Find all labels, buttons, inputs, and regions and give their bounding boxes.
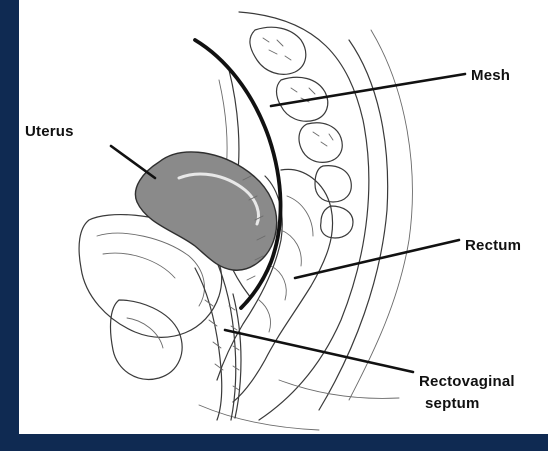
- label-rectum: Rectum: [465, 237, 521, 254]
- pubic-bone: [111, 300, 183, 379]
- diagram-panel: Mesh Uterus Rectum Rectovaginal septum: [19, 0, 548, 434]
- label-uterus: Uterus: [25, 123, 74, 140]
- uterus-leader-line: [111, 146, 155, 178]
- septum-leader-line: [225, 330, 413, 372]
- label-septum: septum: [425, 395, 480, 412]
- mesh-leader-line: [271, 74, 465, 106]
- label-mesh: Mesh: [471, 67, 510, 84]
- pelvic-anatomy-diagram: Mesh Uterus Rectum Rectovaginal septum: [19, 0, 548, 434]
- label-rectovaginal: Rectovaginal: [419, 373, 515, 390]
- uterus-organ: [135, 152, 276, 298]
- vaginal-canal: [195, 258, 236, 420]
